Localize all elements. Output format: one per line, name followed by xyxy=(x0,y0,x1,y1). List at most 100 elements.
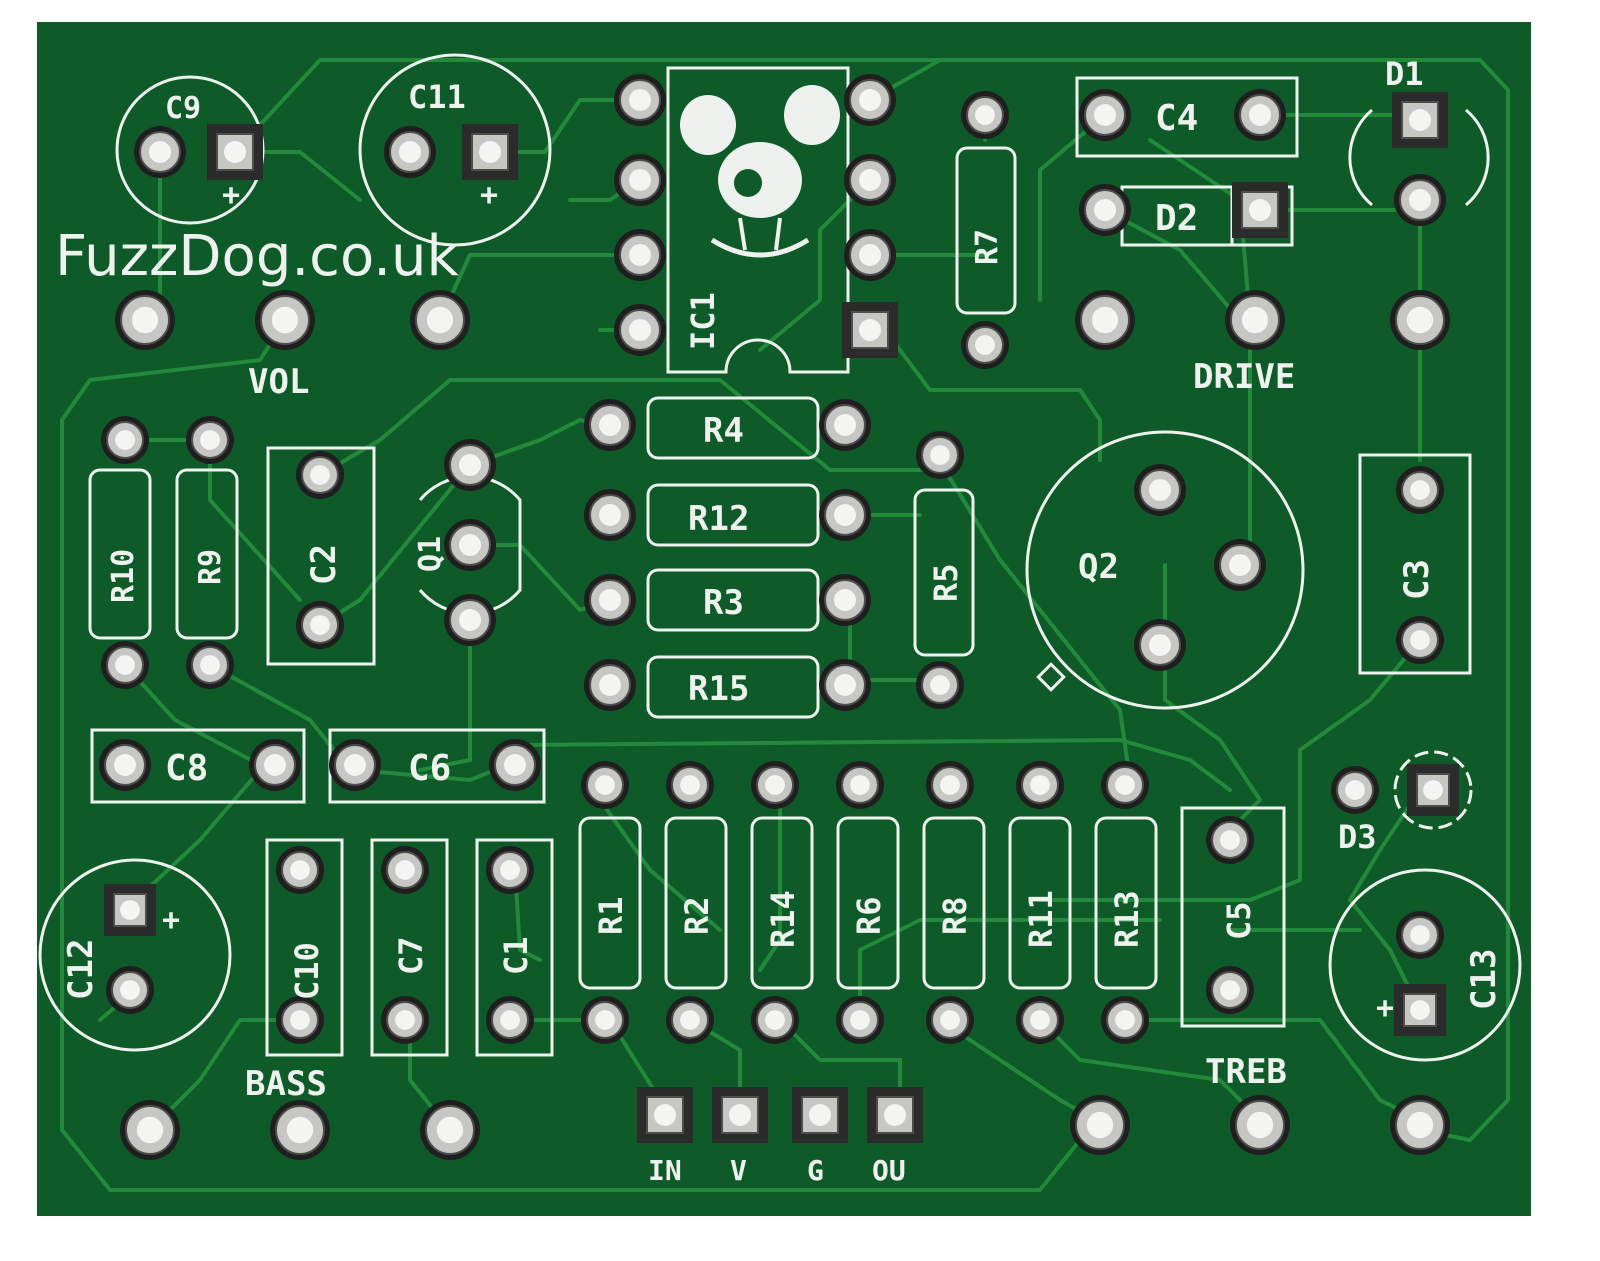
r12-outline xyxy=(646,483,820,547)
c11-outline xyxy=(358,53,552,247)
label-r12: R12 xyxy=(688,499,749,539)
round-pad xyxy=(614,154,666,206)
label-c3: C3 xyxy=(1397,559,1437,600)
round-pad xyxy=(1225,290,1285,350)
r5-outline xyxy=(913,488,975,657)
label-r11: R11 xyxy=(1022,890,1060,948)
label-r15: R15 xyxy=(688,669,749,709)
r15-outline xyxy=(646,655,820,719)
label-io-v: V xyxy=(730,1154,747,1187)
round-pad xyxy=(384,126,436,178)
round-pad xyxy=(581,996,629,1044)
ic1-outline xyxy=(666,66,850,374)
round-pad xyxy=(420,1100,480,1160)
round-pad xyxy=(751,761,799,809)
label-c7: C7 xyxy=(392,936,430,975)
r2-outline xyxy=(664,816,728,990)
label-r10: R10 xyxy=(106,549,141,603)
round-pad xyxy=(926,996,974,1044)
label-c12-plus: + xyxy=(162,903,180,938)
c13-outline xyxy=(1328,868,1522,1062)
label-q1: Q1 xyxy=(413,536,448,572)
brand-text: FuzzDog.co.uk xyxy=(55,224,460,289)
round-pad xyxy=(844,229,896,281)
round-pad xyxy=(844,74,896,126)
label-d2: D2 xyxy=(1155,198,1198,239)
round-pad xyxy=(961,321,1009,369)
round-pad xyxy=(844,154,896,206)
label-c1: C1 xyxy=(497,936,535,975)
square-pad xyxy=(462,124,518,180)
round-pad xyxy=(584,574,636,626)
dog-logo xyxy=(680,85,840,258)
c7-outline xyxy=(370,838,449,1057)
r8-outline xyxy=(922,816,986,990)
c10-outline xyxy=(265,838,344,1057)
round-pad xyxy=(916,661,964,709)
round-pad xyxy=(1075,290,1135,350)
round-pad xyxy=(296,451,344,499)
label-c9-plus: + xyxy=(222,178,240,213)
round-pad xyxy=(1394,174,1446,226)
round-pad xyxy=(276,996,324,1044)
round-pad xyxy=(1101,761,1149,809)
silkscreen-outlines xyxy=(38,53,1522,1062)
round-pad xyxy=(410,290,470,350)
label-bass: BASS xyxy=(245,1064,327,1104)
round-pad xyxy=(255,290,315,350)
round-pad xyxy=(249,739,301,791)
label-c4: C4 xyxy=(1155,98,1198,139)
label-r3: R3 xyxy=(703,583,744,623)
square-pad xyxy=(207,124,263,180)
round-pad xyxy=(1396,911,1444,959)
label-d1: D1 xyxy=(1385,55,1424,93)
square-pad xyxy=(1407,764,1459,816)
round-pad xyxy=(1016,996,1064,1044)
d1-outline xyxy=(1348,108,1373,207)
round-pad xyxy=(836,996,884,1044)
r9-outline xyxy=(175,468,239,640)
round-pad xyxy=(296,601,344,649)
round-pad xyxy=(115,290,175,350)
label-r5: R5 xyxy=(927,563,965,602)
round-pad xyxy=(1016,761,1064,809)
round-pad xyxy=(1396,466,1444,514)
label-c9: C9 xyxy=(165,91,201,126)
c5-outline xyxy=(1180,806,1286,1028)
round-pad xyxy=(961,91,1009,139)
round-pad xyxy=(819,659,871,711)
round-pad xyxy=(1396,616,1444,664)
round-pad xyxy=(819,489,871,541)
round-pad xyxy=(101,416,149,464)
label-r14: R14 xyxy=(764,890,802,948)
round-pad xyxy=(270,1100,330,1160)
round-pad xyxy=(584,399,636,451)
round-pad xyxy=(1079,184,1131,236)
round-pad xyxy=(1101,996,1149,1044)
round-pad xyxy=(751,996,799,1044)
round-pad xyxy=(381,846,429,894)
round-pad xyxy=(584,489,636,541)
c8-outline xyxy=(90,728,306,804)
square-pad xyxy=(792,1087,848,1143)
r1-outline xyxy=(578,816,642,990)
d3-outline xyxy=(1393,750,1473,830)
round-pad xyxy=(819,399,871,451)
round-pad xyxy=(489,739,541,791)
square-pad xyxy=(1392,92,1448,148)
round-pad xyxy=(106,966,154,1014)
round-pad xyxy=(1206,966,1254,1014)
label-treb: TREB xyxy=(1205,1052,1287,1092)
round-pad xyxy=(916,431,964,479)
label-q2: Q2 xyxy=(1078,547,1119,587)
label-c12: C12 xyxy=(61,939,101,1000)
round-pad xyxy=(486,846,534,894)
round-pad xyxy=(1230,1095,1290,1155)
label-c6: C6 xyxy=(408,748,451,789)
label-c11-plus: + xyxy=(480,178,498,213)
label-d3: D3 xyxy=(1338,818,1377,856)
round-pad xyxy=(666,996,714,1044)
label-drive: DRIVE xyxy=(1193,357,1295,397)
round-pad xyxy=(584,659,636,711)
label-c11: C11 xyxy=(408,78,466,116)
